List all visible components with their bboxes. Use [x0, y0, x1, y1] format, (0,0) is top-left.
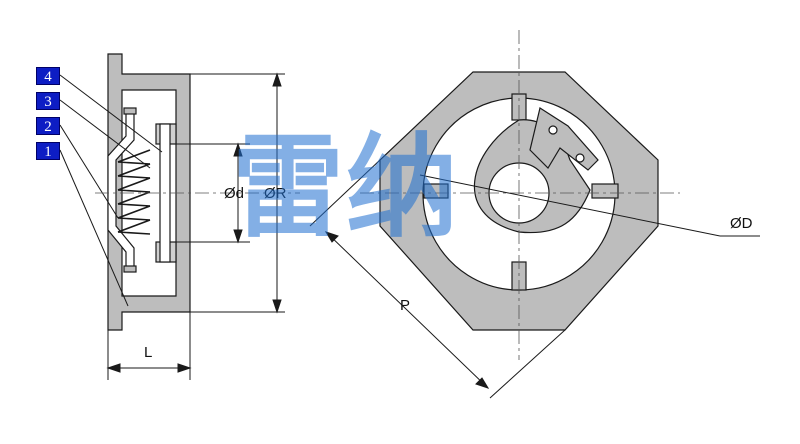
part-tag-2: 2 [36, 117, 60, 135]
body-lug-top [123, 107, 137, 115]
part-tag-4: 4 [36, 67, 60, 85]
body-lug-bottom [123, 265, 137, 273]
hinge-pin-2 [575, 153, 585, 163]
dim-P [309, 159, 566, 399]
spoke-left [423, 183, 449, 199]
spring [117, 149, 151, 235]
dim-P-label: P [400, 297, 410, 314]
dim-d-label: Ød [224, 185, 244, 202]
front-view [379, 71, 659, 331]
part-tag-1: 1 [36, 142, 60, 160]
dim-L-label: L [144, 344, 152, 361]
hinge-pin-1 [548, 125, 558, 135]
spoke-right [591, 183, 619, 199]
dim-D-label: ØD [730, 215, 753, 232]
front-centerlines [360, 30, 680, 360]
tag-leaders [59, 74, 163, 307]
part-tag-3: 3 [36, 92, 60, 110]
dim-D-leader [419, 174, 760, 237]
dim-R-label: ØR [264, 185, 287, 202]
